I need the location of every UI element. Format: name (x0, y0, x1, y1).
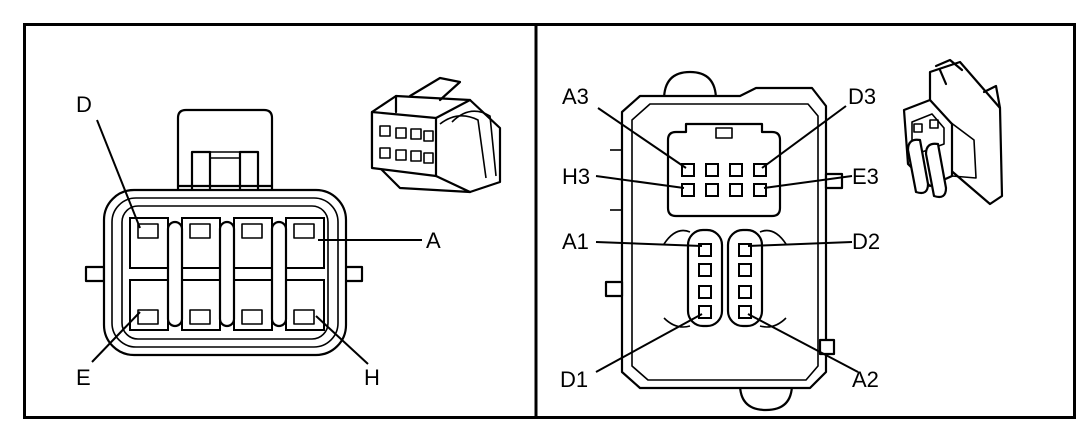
label-left-a: A (426, 228, 441, 253)
label-left-d: D (76, 92, 92, 117)
leader-a2 (747, 313, 859, 373)
label-a1: A1 (562, 229, 589, 254)
leader-e3 (763, 175, 853, 189)
left-connector-isometric (370, 76, 502, 194)
label-left-h: H (364, 365, 380, 390)
label-d2: D2 (852, 229, 880, 254)
left-panel: D A E H (76, 76, 502, 390)
right-connector-face (604, 70, 844, 412)
label-a2: A2 (852, 367, 879, 392)
leader-d3 (761, 105, 847, 169)
right-upper-cavities (681, 163, 767, 197)
right-lower-cavities (698, 243, 752, 319)
leader-e (91, 311, 141, 363)
label-left-e: E (76, 365, 91, 390)
leader-h3 (595, 175, 685, 189)
left-cavities (129, 217, 325, 331)
label-e3: E3 (852, 164, 879, 189)
leader-h (315, 315, 369, 365)
leader-a3 (597, 107, 687, 169)
label-a3: A3 (562, 84, 589, 109)
leader-d2 (747, 241, 853, 247)
outer-frame (23, 23, 1076, 419)
label-d3: D3 (848, 84, 876, 109)
leader-d (96, 119, 141, 229)
label-h3: H3 (562, 164, 590, 189)
leader-a1 (595, 241, 703, 247)
leader-d1 (595, 313, 703, 373)
right-connector-isometric (902, 58, 1004, 206)
label-d1: D1 (560, 367, 588, 392)
right-panel: A3 D3 H3 E3 A1 D2 D1 A2 (560, 58, 1004, 412)
left-connector-face (84, 108, 364, 357)
